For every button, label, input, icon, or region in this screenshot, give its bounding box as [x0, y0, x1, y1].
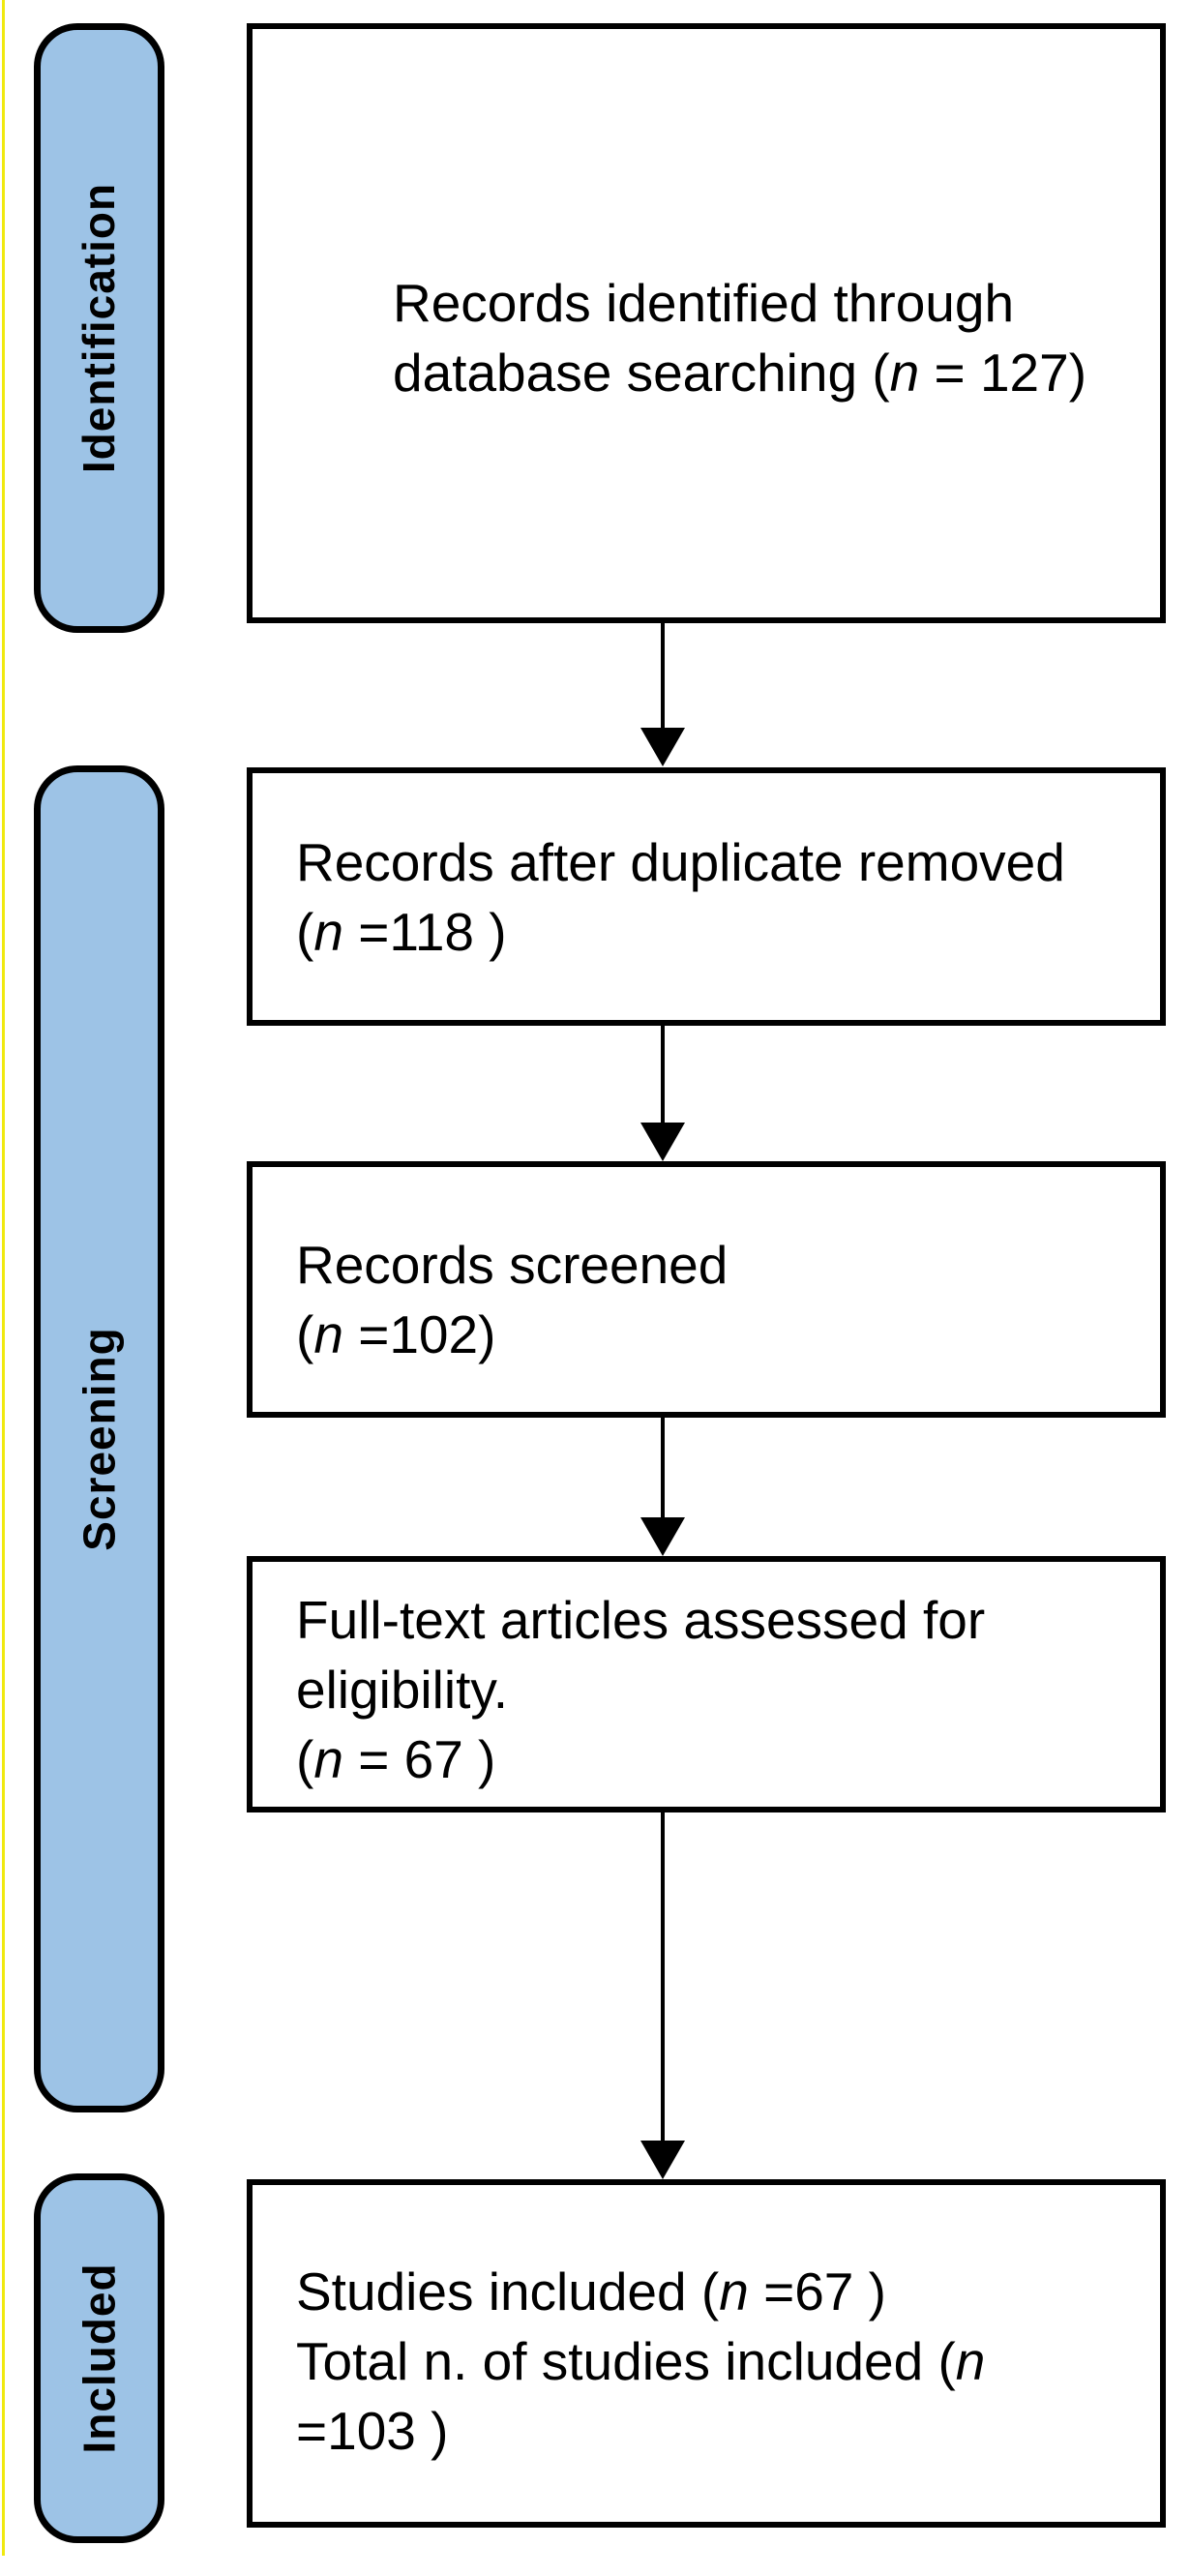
box-text-line: (n =102): [296, 1303, 496, 1364]
box-text-line: Total n. of studies included (n: [296, 2330, 986, 2391]
down-arrow-icon: [640, 1418, 685, 1556]
arrowhead-icon: [640, 728, 685, 766]
box-text-line: (n =118 ): [296, 901, 507, 962]
down-arrow-icon: [640, 1812, 685, 2179]
box-text-line: database searching (n = 127): [393, 343, 1087, 403]
flow-box-full-text-assessed: Full-text articles assessed for eligibili…: [247, 1556, 1166, 1812]
arrow-shaft: [661, 623, 665, 732]
box-text-line: Records identified through: [393, 273, 1015, 333]
arrow-shaft: [661, 1812, 665, 2144]
stage-label-included: Included: [74, 2262, 125, 2454]
stage-label-identification: Identification: [74, 182, 125, 474]
arrow-shaft: [661, 1418, 665, 1521]
box-text-line: Full-text articles assessed for: [296, 1589, 986, 1650]
box-text-line: (n = 67 ): [296, 1728, 496, 1789]
stage-label-screening: Screening: [74, 1327, 125, 1551]
arrowhead-icon: [640, 1123, 685, 1161]
arrow-shaft: [661, 1026, 665, 1126]
down-arrow-icon: [640, 623, 685, 766]
box-text-line: =103 ): [296, 2400, 449, 2461]
stage-pill-screening: Screening: [34, 765, 164, 2112]
stage-pill-identification: Identification: [34, 23, 164, 633]
flow-box-text: Records screened (n =102): [296, 1230, 1160, 1369]
flow-box-text: Records identified through database searc…: [393, 268, 1160, 407]
flow-box-records-identified: Records identified through database searc…: [247, 23, 1166, 623]
flow-box-records-after-duplicates: Records after duplicate removed (n =118 ): [247, 767, 1166, 1026]
box-text-line: Records screened: [296, 1234, 729, 1295]
box-text-line: Records after duplicate removed: [296, 831, 1065, 892]
arrowhead-icon: [640, 1517, 685, 1556]
down-arrow-icon: [640, 1026, 685, 1161]
box-text-line: Studies included (n =67 ): [296, 2261, 886, 2321]
flow-box-text: Studies included (n =67 ) Total n. of stu…: [296, 2257, 1160, 2466]
box-text-line: eligibility.: [296, 1659, 509, 1720]
flow-box-text: Records after duplicate removed (n =118 ): [296, 827, 1160, 967]
flow-box-studies-included: Studies included (n =67 ) Total n. of stu…: [247, 2179, 1166, 2528]
arrowhead-icon: [640, 2141, 685, 2179]
flow-box-text: Full-text articles assessed for eligibili…: [296, 1585, 1160, 1794]
left-accent-line: [2, 0, 5, 2556]
stage-pill-included: Included: [34, 2173, 164, 2543]
flow-box-records-screened: Records screened (n =102): [247, 1161, 1166, 1418]
